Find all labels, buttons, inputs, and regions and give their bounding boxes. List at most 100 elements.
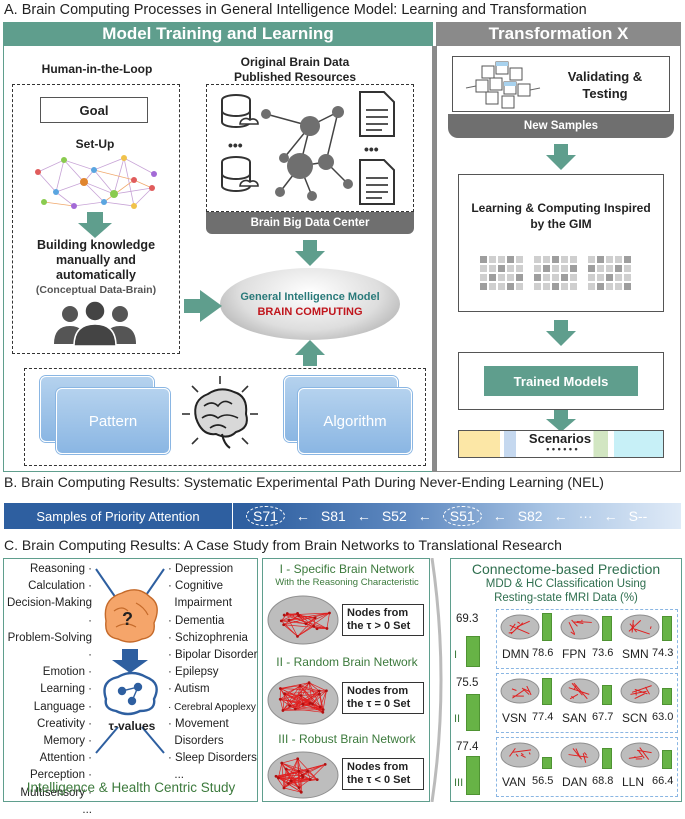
matrix-cell: [516, 283, 523, 290]
matrix-cell: [489, 283, 496, 290]
network-bar: [602, 748, 612, 769]
network-thumbnail: [620, 741, 660, 769]
matrix-cell: [588, 283, 595, 290]
brain-icon: [180, 374, 260, 460]
net1-nodes-line2: the τ > 0 Set: [347, 620, 419, 633]
disorder-item: · Epilepsy: [168, 664, 258, 681]
path-arrow: ←: [604, 508, 618, 524]
network-node: [325, 689, 328, 692]
matrix-cell: [615, 274, 622, 281]
question-mark: ?: [122, 609, 133, 629]
row-roman: I: [454, 649, 457, 661]
cognition-item: Memory ·: [6, 733, 92, 750]
matrix-cell: [534, 265, 541, 272]
cognition-item: Learning ·: [6, 681, 92, 698]
network-bar: [542, 757, 552, 769]
disorder-list: · Depression· Cognitive Impairment· Deme…: [168, 561, 258, 785]
network-node: [318, 690, 321, 693]
arrow-up-icon: [295, 340, 325, 366]
matrix-cell: [606, 265, 613, 272]
matrix-cell: [507, 283, 514, 290]
matrix-cell: [516, 256, 523, 263]
specific-network-brain: [266, 592, 340, 648]
matrix-cell: [570, 256, 577, 263]
cloud-icon: [240, 118, 258, 124]
network-node: [296, 635, 299, 638]
network-node: [301, 774, 304, 777]
path-sample: S51: [443, 506, 482, 526]
network-node: [297, 770, 300, 773]
network-node: [316, 627, 319, 630]
brain-surface: [561, 615, 599, 639]
matrix-cell: [543, 265, 550, 272]
matrix-cell: [588, 256, 595, 263]
network-node: [326, 627, 329, 630]
original-brain-data-line1: Original Brain Data: [210, 55, 380, 70]
brain-surface: [621, 743, 659, 767]
network-node: [277, 777, 280, 780]
net1-nodes-line1: Nodes from: [347, 607, 419, 620]
disorder-item: · Cerebral Apoplexy: [168, 699, 258, 716]
matrix-cell: [561, 265, 568, 272]
published-resources-line: Published Resources: [210, 70, 380, 85]
path-arrow: ←: [296, 508, 310, 524]
network-node: [283, 614, 286, 617]
brain-computing-label: BRAIN COMPUTING: [257, 306, 362, 318]
matrix-cell: [570, 283, 577, 290]
matrix-cell: [534, 256, 541, 263]
network-name: SMN: [622, 647, 649, 661]
gim-ellipse: General Intelligence Model BRAIN COMPUTI…: [220, 268, 400, 340]
network-node: [279, 687, 282, 690]
scenarios-dots: • • • • • •: [522, 444, 602, 454]
overall-accuracy: 75.5: [456, 677, 478, 689]
random-network-brain: [266, 672, 340, 728]
network-accuracy: 56.5: [532, 775, 553, 787]
network-node: [279, 698, 282, 701]
knowledge-network-graphic: [34, 152, 158, 210]
network-node: [282, 709, 285, 712]
net2-nodes-line1: Nodes from: [347, 685, 419, 698]
path-arrow: ←: [554, 508, 568, 524]
network-node: [309, 702, 312, 705]
network-name: DMN: [502, 647, 529, 661]
chevron-separator: [430, 558, 450, 802]
tau-values-label: τ-values: [104, 719, 160, 733]
matrix-cell: [606, 274, 613, 281]
overall-bar: [466, 636, 480, 667]
cognition-item: Emotion ·: [6, 664, 92, 681]
matrix-cell: [498, 256, 505, 263]
svg-text:•••: •••: [364, 141, 379, 157]
overall-accuracy: 77.4: [456, 741, 478, 753]
network-node: [318, 693, 321, 696]
network-node: [285, 768, 288, 771]
path-arrow: ←: [357, 508, 371, 524]
matrix-cell: [597, 283, 604, 290]
matrix-cell: [624, 265, 631, 272]
path-sample: S52: [382, 508, 407, 524]
tau-mapping-graphic: ?: [92, 563, 168, 763]
net2-nodes-line2: the τ = 0 Set: [347, 698, 419, 711]
matrix-cell: [489, 274, 496, 281]
network-node: [322, 708, 325, 711]
network-thumbnail: [500, 741, 540, 769]
network-node: [283, 787, 286, 790]
matrix-cell: [507, 256, 514, 263]
network-bar: [542, 613, 552, 641]
network-name: LLN: [622, 775, 644, 789]
network-node: [314, 616, 317, 619]
sample-path: S71←S81←S52←S51←S82←···←S--: [244, 503, 649, 529]
matrix-cell: [561, 256, 568, 263]
matrix-cell: [606, 256, 613, 263]
network-edge: [509, 632, 513, 633]
network-node: [319, 706, 322, 709]
net3-nodes-line1: Nodes from: [347, 761, 419, 774]
path-sample: S82: [518, 508, 543, 524]
matrix-cell: [615, 265, 622, 272]
matrix-cell: [480, 274, 487, 281]
new-samples-bar: New Samples: [448, 114, 674, 138]
network-name: FPN: [562, 647, 586, 661]
document-icon-2: [360, 160, 394, 204]
disorder-item: · Depression: [168, 561, 258, 578]
setup-label: Set-Up: [40, 137, 150, 151]
